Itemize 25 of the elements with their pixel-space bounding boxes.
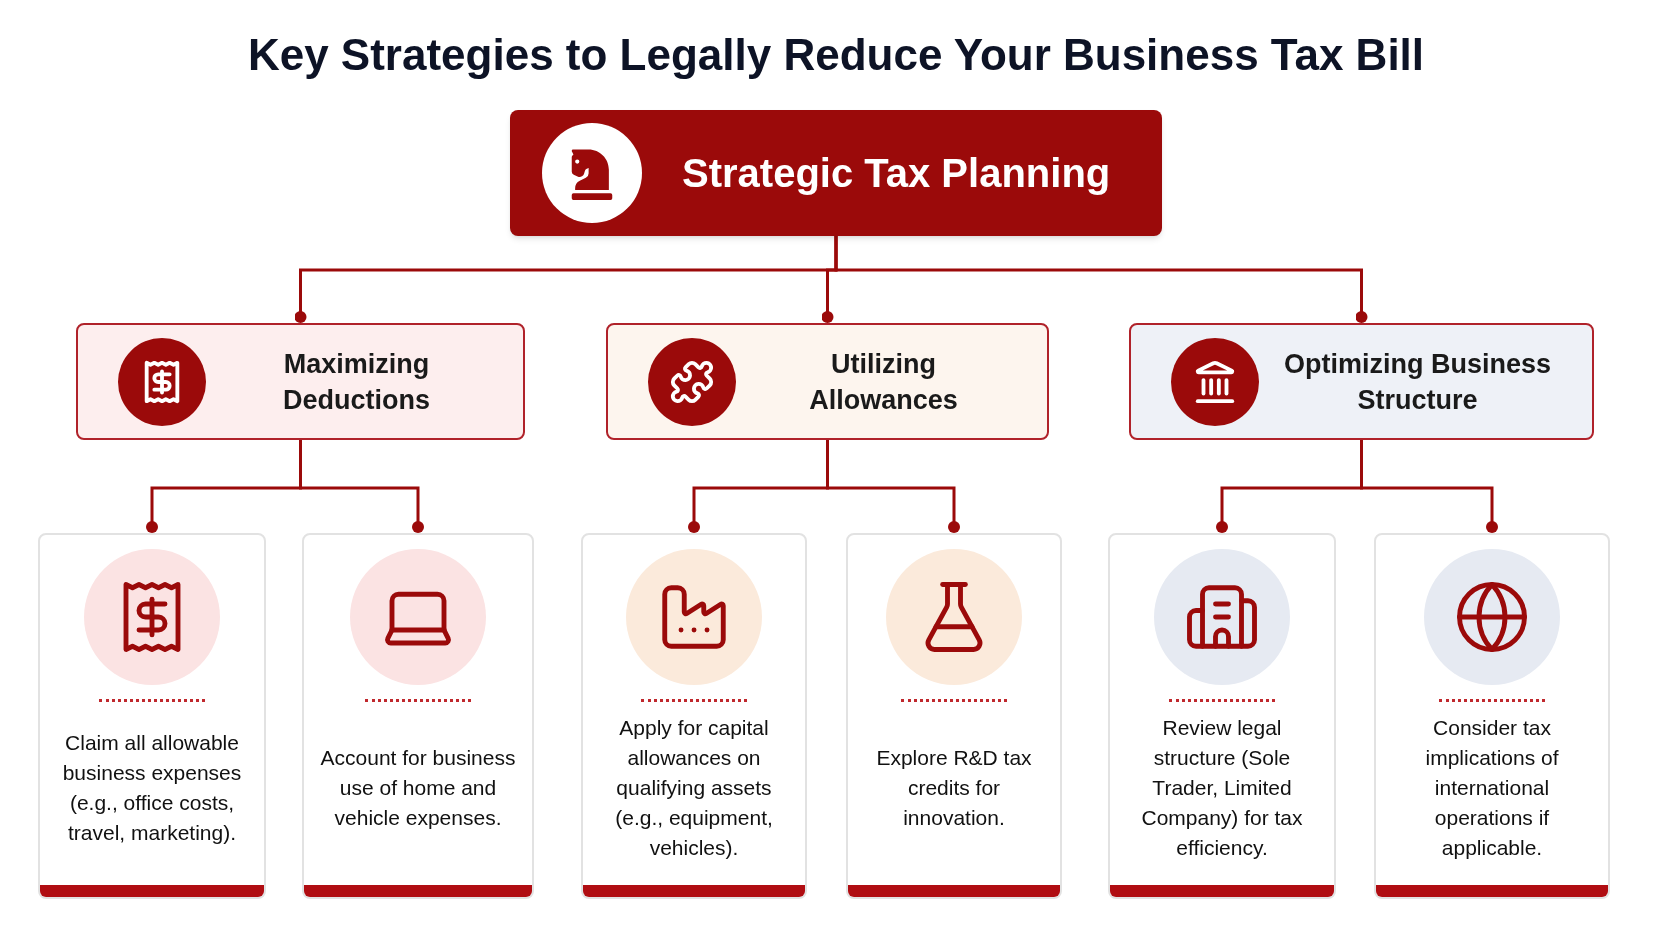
strategy-card bbox=[302, 533, 534, 899]
strategy-card bbox=[581, 533, 807, 899]
card-text: Explore R&D tax credits for innovation. bbox=[875, 744, 1033, 831]
card-text: Claim all allowable business expenses (e.g., office costs, travel, marketing). bbox=[61, 729, 243, 846]
card-text: Consider tax implications of international operations if applicable. bbox=[1424, 714, 1560, 861]
category-title: Utilizing Allowances bbox=[808, 347, 959, 417]
category-box bbox=[1129, 323, 1594, 440]
card-text: Account for business use of home and vehicle expenses. bbox=[319, 744, 517, 831]
strategy-card bbox=[38, 533, 266, 899]
diagram-title: Key Strategies to Legally Reduce Your Business Tax Bill bbox=[247, 29, 1425, 81]
root-title: Strategic Tax Planning bbox=[682, 150, 1111, 197]
card-text: Apply for capital allowances on qualifying assets (e.g., equipment, vehicles). bbox=[614, 714, 774, 861]
card-text: Review legal structure (Sole Trader, Limited Company) for tax efficiency. bbox=[1140, 714, 1304, 861]
category-title: Maximizing Deductions bbox=[282, 347, 431, 417]
category-box bbox=[606, 323, 1049, 440]
root-box bbox=[510, 110, 1162, 236]
connector-line bbox=[826, 440, 960, 533]
category-box bbox=[76, 323, 525, 440]
category-title: Optimizing Business Structure bbox=[1283, 347, 1552, 417]
strategy-card bbox=[1108, 533, 1336, 899]
connector-line bbox=[1360, 440, 1498, 533]
strategy-card bbox=[846, 533, 1062, 899]
strategy-card bbox=[1374, 533, 1610, 899]
connector-line bbox=[299, 440, 424, 533]
connector-line bbox=[834, 236, 1368, 323]
